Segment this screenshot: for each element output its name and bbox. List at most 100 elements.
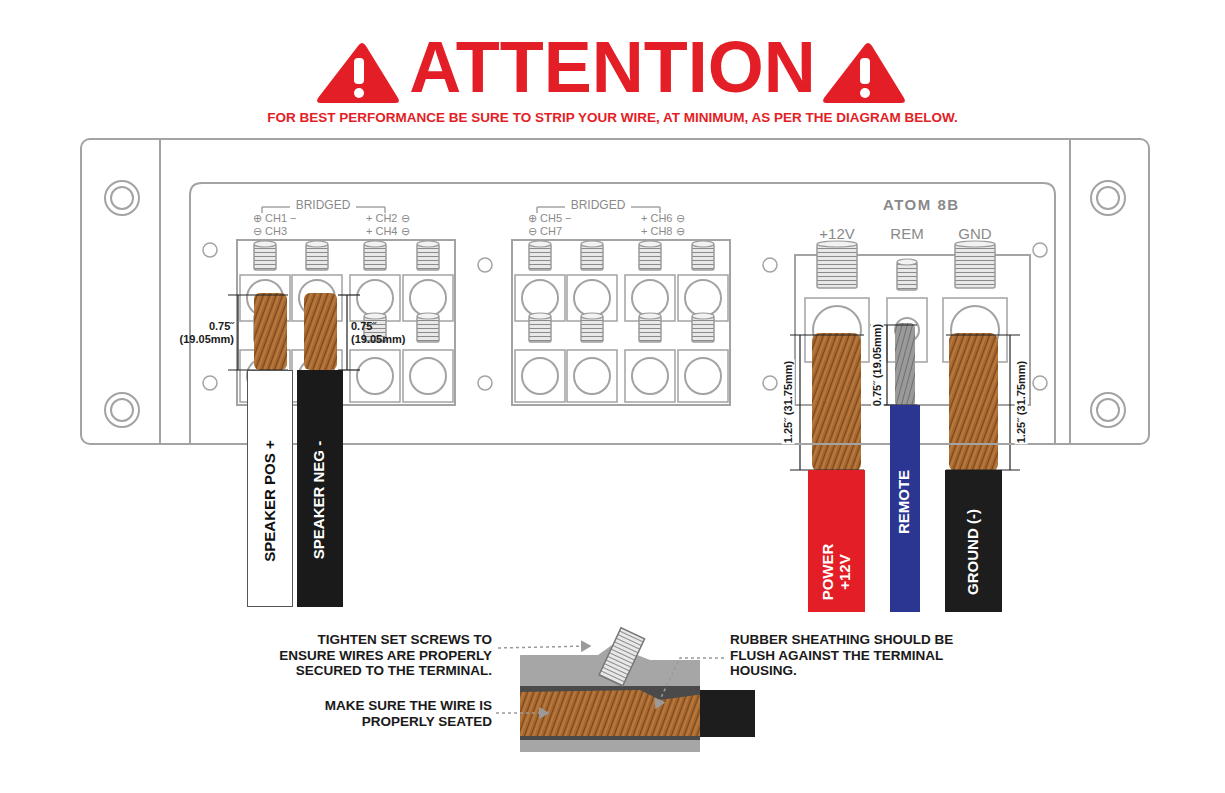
set-screw — [364, 313, 386, 319]
panel-screw — [763, 258, 777, 272]
bridged-label: BRIDGED — [571, 199, 626, 211]
terminal-hole — [574, 280, 610, 316]
set-screw — [955, 241, 995, 247]
set-screw — [417, 313, 439, 319]
wire-sheath: SPEAKER POS + — [247, 370, 293, 607]
terminal-hole — [357, 358, 393, 394]
terminal-label: REM — [890, 226, 923, 241]
channel-label: ⊖ CH7 — [528, 226, 562, 237]
set-screw — [417, 241, 439, 247]
terminal-cell — [678, 350, 728, 402]
set-screw — [581, 313, 603, 319]
terminal-cell — [625, 275, 675, 321]
terminal-cell — [515, 275, 565, 321]
set-screw — [529, 241, 551, 247]
callout-text: MAKE SURE THE WIRE IS PROPERLY SEATED — [300, 698, 492, 729]
set-screw — [254, 244, 276, 270]
warning-icon — [317, 43, 399, 103]
set-screw — [639, 244, 661, 270]
set-screw — [692, 241, 714, 247]
channel-label: ⊖ CH3 — [253, 226, 287, 237]
dimension-label: 0.75˝ (19.05mm) — [351, 320, 413, 345]
terminal-cell — [567, 275, 617, 321]
set-screw — [364, 244, 386, 270]
set-screw — [817, 241, 857, 247]
terminal-hole — [574, 358, 610, 394]
set-screw — [306, 244, 328, 270]
channel-label: ⊕ CH5 − — [528, 213, 572, 224]
set-screw — [581, 241, 603, 247]
terminal-hole — [357, 280, 393, 316]
stripped-strand — [895, 323, 915, 407]
callout-text: RUBBER SHEATHING SHOULD BE FLUSH AGAINST… — [730, 632, 960, 679]
set-screw — [529, 244, 551, 270]
terminal-label: +12V — [819, 226, 854, 241]
set-screw — [639, 316, 661, 342]
stripped-copper — [304, 293, 337, 370]
terminal-cross-section — [496, 628, 755, 752]
set-screw — [897, 259, 917, 265]
set-screw — [529, 313, 551, 319]
stripped-copper — [949, 333, 998, 472]
warning-icon — [823, 43, 905, 103]
set-screw — [639, 313, 661, 319]
terminal-hole — [410, 358, 446, 394]
panel-screw — [203, 243, 217, 257]
subtitle: FOR BEST PERFORMANCE BE SURE TO STRIP YO… — [0, 110, 1225, 126]
terminal-hole — [522, 280, 558, 316]
wire-label: REMOTE — [895, 470, 912, 534]
channel-label: + CH6 ⊖ — [641, 213, 685, 224]
title: ATTENTION — [0, 31, 1225, 103]
set-screw — [417, 244, 439, 270]
terminal-cell — [515, 350, 565, 402]
panel-screw — [763, 376, 777, 390]
dimension-label: 1.25˝ (31.75mm) — [1015, 360, 1028, 445]
stripped-copper — [812, 333, 861, 472]
wire-label: SPEAKER POS + — [261, 441, 278, 562]
channel-label: + CH8 ⊖ — [641, 226, 685, 237]
set-screw — [692, 316, 714, 342]
terminal-cell — [350, 350, 400, 402]
panel-screw — [1033, 376, 1047, 390]
terminal-cell — [625, 350, 675, 402]
terminal-cell — [567, 350, 617, 402]
set-screw — [955, 244, 995, 288]
terminal-label: GND — [958, 226, 991, 241]
dimension-label: 1.25˝ (31.75mm) — [782, 360, 795, 445]
panel-screw — [203, 376, 217, 390]
panel-screw — [478, 258, 492, 272]
dimension-label: 0.75˝ (19.05mm) — [871, 323, 884, 408]
set-screw — [254, 241, 276, 247]
set-screw — [817, 244, 857, 288]
wire-sheath: GROUND (-) — [945, 470, 1002, 612]
callout-text: TIGHTEN SET SCREWS TO ENSURE WIRES ARE P… — [262, 632, 492, 679]
wire-sheath: POWER +12V — [808, 470, 865, 612]
channel-label: + CH2 ⊖ — [366, 213, 410, 224]
wire-label: GROUND (-) — [964, 509, 981, 595]
wire-sheath: REMOTE — [890, 405, 920, 612]
set-screw — [639, 241, 661, 247]
panel-screw — [478, 376, 492, 390]
terminal-hole — [522, 358, 558, 394]
terminal-cell — [678, 275, 728, 321]
set-screw — [692, 313, 714, 319]
terminal-hole — [632, 358, 668, 394]
set-screw — [306, 241, 328, 247]
terminal-hole — [685, 280, 721, 316]
channel-label: + CH4 ⊖ — [366, 226, 410, 237]
panel-screw — [1033, 243, 1047, 257]
set-screw — [529, 316, 551, 342]
model-name: ATOM 8B — [883, 197, 960, 212]
terminal-hole — [685, 358, 721, 394]
terminal-cell — [403, 275, 453, 321]
stripped-copper — [254, 293, 287, 370]
dimension-label: 0.75˝ (19.05mm) — [172, 320, 234, 345]
set-screw — [581, 316, 603, 342]
terminal-hole — [410, 280, 446, 316]
terminal-cell — [350, 275, 400, 321]
set-screw — [581, 244, 603, 270]
set-screw — [897, 262, 917, 290]
wire-label: SPEAKER NEG - — [310, 441, 327, 559]
set-screw — [692, 244, 714, 270]
